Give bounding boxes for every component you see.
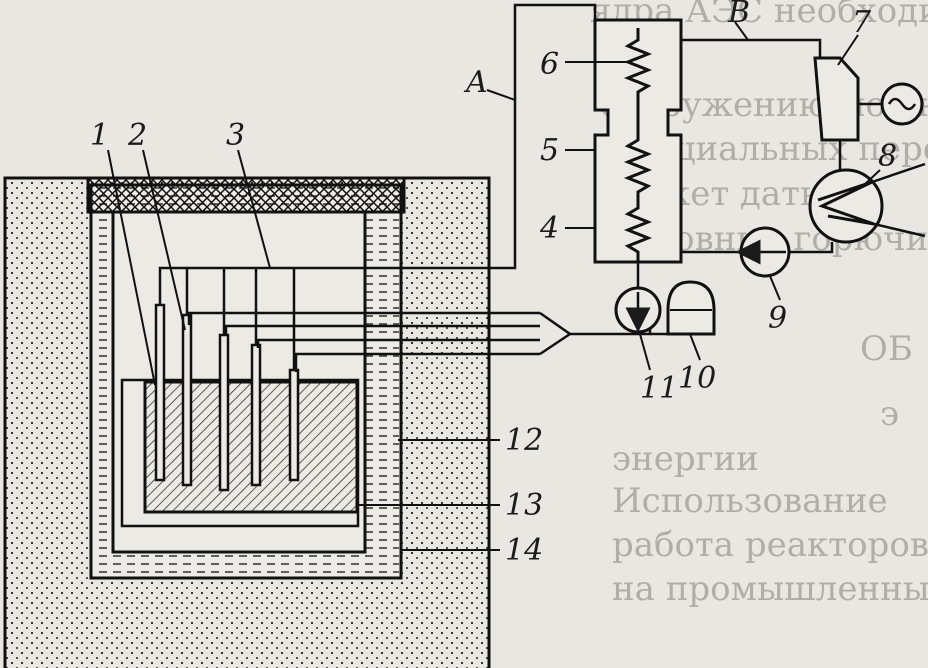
rod-5: [288, 368, 300, 482]
pressurizer: [666, 280, 716, 336]
label-13: 13: [505, 488, 543, 523]
pipe-a: [360, 3, 597, 270]
bleed-line-8: работа реакторов: [612, 525, 928, 565]
outlet-manifold: [539, 311, 573, 356]
label-8: 8: [878, 139, 897, 174]
leader-7: [837, 34, 859, 66]
outlet-pipe-top: [187, 311, 540, 325]
rod-1: [154, 303, 166, 482]
leader-b: [734, 21, 749, 41]
label-9: 9: [768, 301, 787, 336]
label-12: 12: [505, 423, 543, 458]
label-7: 7: [852, 5, 872, 40]
rod-3: [218, 333, 230, 492]
leader-3: [237, 149, 271, 269]
bleed-line-6: энергии: [612, 439, 759, 479]
outlet-pipe-bottom: [294, 352, 540, 372]
leader-10: [689, 333, 701, 361]
condenser-outlet: [790, 242, 834, 254]
rod-4: [250, 343, 262, 487]
ac-wave-icon: [887, 97, 917, 111]
label-4: 4: [539, 211, 559, 246]
cooling-water-out: [873, 222, 926, 238]
label-a: A: [463, 65, 488, 100]
leader-8: [863, 169, 881, 186]
label-5: 5: [540, 133, 559, 168]
leader-9: [769, 275, 781, 301]
secondary-loop: [681, 38, 842, 254]
bleed-line-10: ОБ: [860, 329, 913, 369]
leader-lines: [107, 21, 881, 551]
leader-2: [142, 149, 186, 331]
turbine: [813, 56, 860, 142]
condenser: [808, 168, 884, 244]
label-14: 14: [505, 533, 543, 568]
label-10: 10: [678, 361, 716, 396]
label-3: 3: [226, 118, 245, 153]
bleed-line-11: э: [880, 394, 899, 434]
outlet-pipe-mid: [224, 324, 540, 335]
label-1: 1: [90, 118, 109, 153]
bleed-line-7: Использование: [612, 481, 888, 521]
label-2: 2: [127, 118, 147, 153]
leader-1: [107, 149, 156, 386]
coolant-outlet: [187, 311, 573, 372]
label-b: B: [727, 0, 750, 30]
bleed-line-9: на промышленных: [612, 569, 928, 609]
cooling-water-in: [871, 162, 926, 184]
leader-11: [639, 333, 651, 371]
coolant-riser-pipes: [158, 266, 360, 370]
leader-a: [486, 89, 516, 101]
rod-2: [181, 313, 193, 487]
outlet-pipe-low: [256, 338, 540, 348]
label-11: 11: [640, 371, 678, 406]
label-6: 6: [540, 47, 559, 82]
callout-labels: 1 2 3 4 5 6 7 8 9 10 11 12 13 14 A B: [90, 0, 897, 568]
condenser-coil: [817, 180, 875, 226]
pipe-b: [681, 38, 822, 58]
